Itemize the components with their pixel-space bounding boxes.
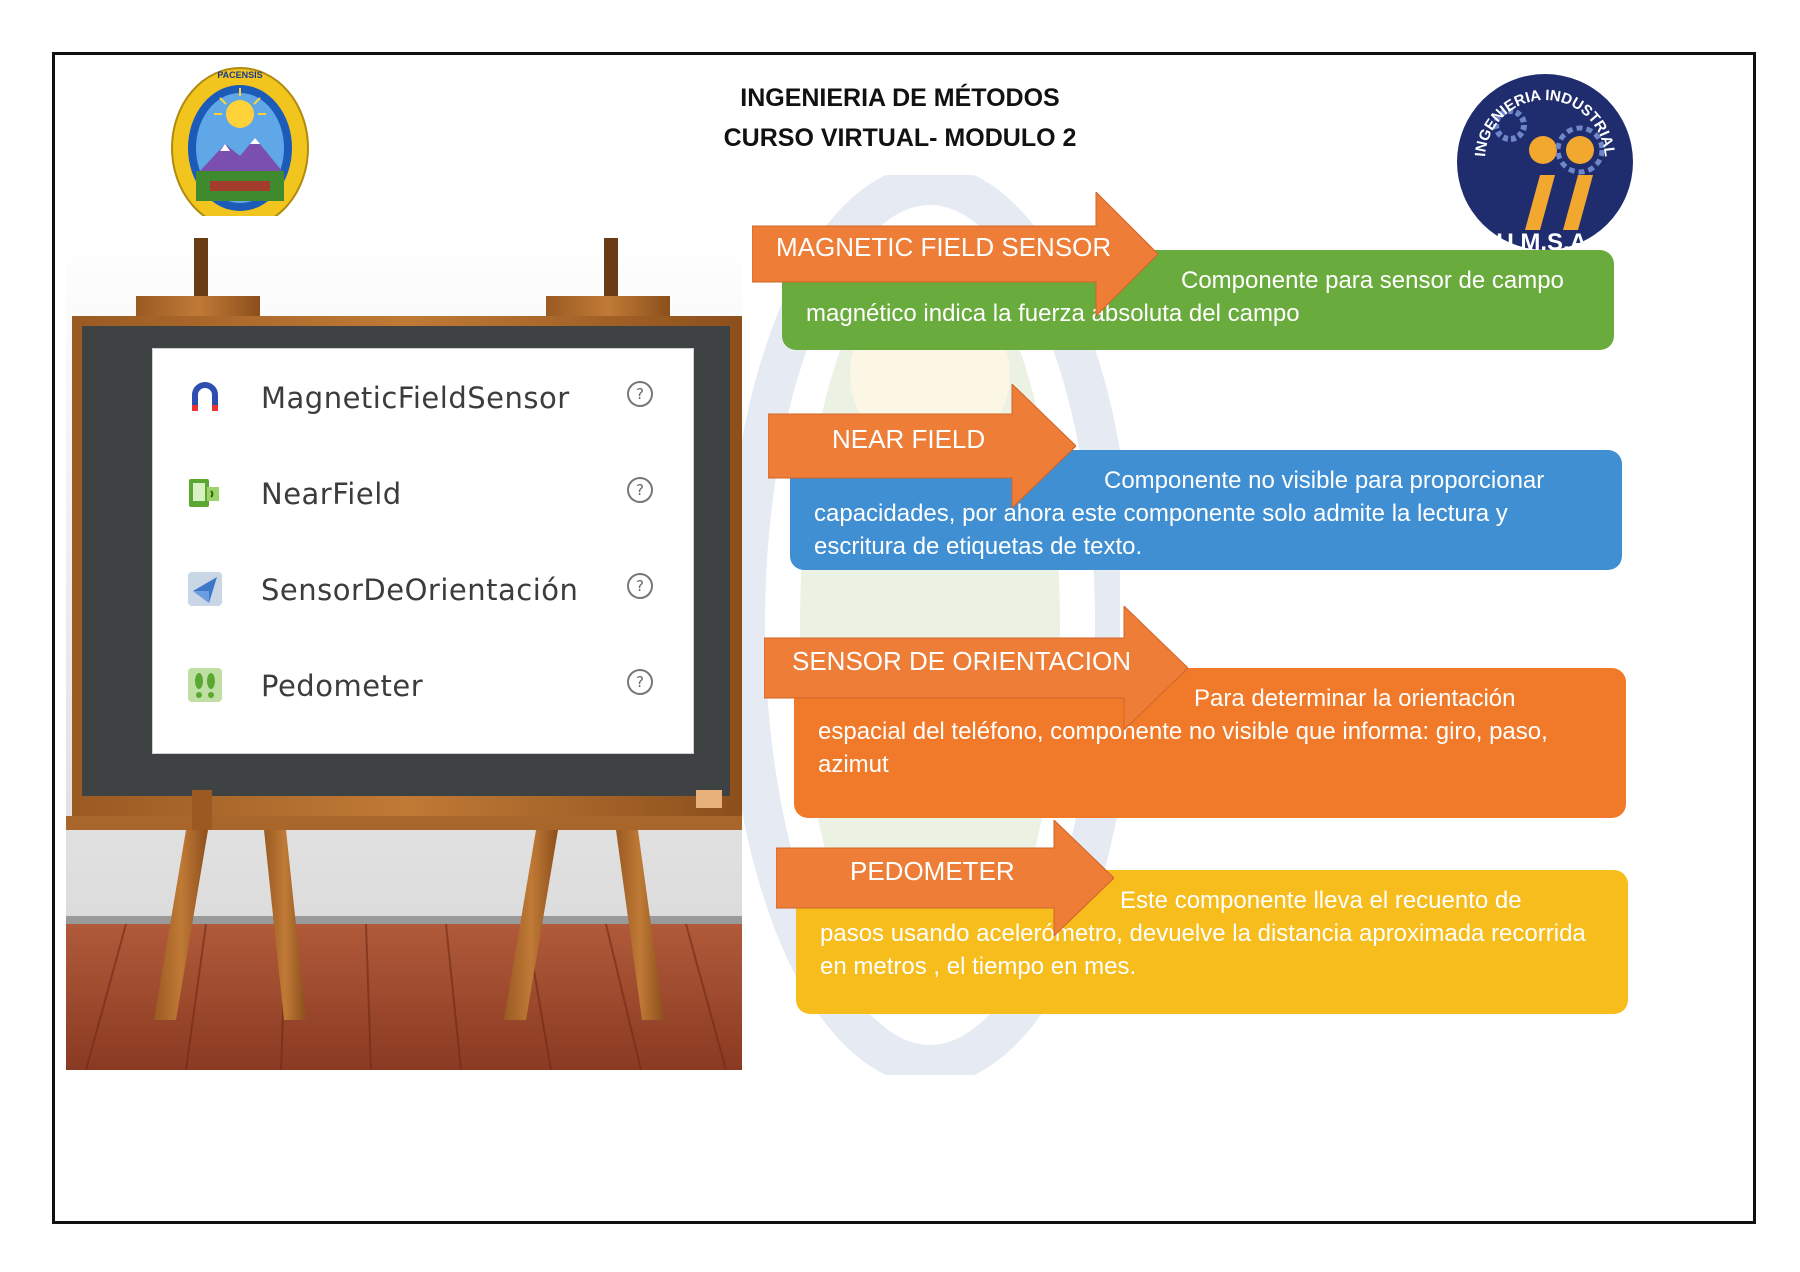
component-row-magnetic[interactable]: MagneticFieldSensor ?	[153, 367, 693, 427]
orientation-icon	[188, 572, 222, 606]
ingenieria-industrial-logo: INGENIERIA INDUSTRIAL U.M.S.A.	[1457, 74, 1633, 255]
arrow-magnetic-field	[752, 192, 1158, 316]
title-line-2: CURSO VIRTUAL- MODULO 2	[723, 124, 1077, 152]
arrow-orientation	[764, 606, 1188, 730]
component-row-pedometer[interactable]: Pedometer ?	[153, 655, 693, 715]
card-title-near: NEAR FIELD	[832, 424, 986, 454]
card-text-rest: pasos usando acelerómetro, devuelve la d…	[820, 920, 1586, 980]
help-icon[interactable]: ?	[627, 573, 653, 599]
card-title-magnetic: MAGNETIC FIELD SENSOR	[776, 232, 1112, 262]
university-seal-logo: PACENSIS	[171, 67, 309, 216]
svg-text:PACENSIS: PACENSIS	[217, 70, 262, 80]
card-text-line1: Componente para sensor de campo	[1181, 267, 1564, 294]
svg-text:U.M.S.A.: U.M.S.A.	[1496, 229, 1593, 255]
magnet-icon	[192, 382, 218, 411]
component-row-orientation[interactable]: SensorDeOrientación ?	[153, 559, 693, 619]
card-text-line1: Para determinar la orientación	[1194, 685, 1516, 712]
card-text-rest: magnético indica la fuerza absoluta del …	[806, 300, 1300, 327]
card-title-pedometer: PEDOMETER	[850, 856, 1015, 886]
arrow-pedometer	[776, 820, 1114, 936]
page-frame	[52, 52, 1756, 1224]
page-title: INGENIERIA DE MÉTODOS CURSO VIRTUAL- MOD…	[600, 78, 1200, 158]
component-row-nearfield[interactable]: NearField ?	[153, 463, 693, 523]
arrow-near-field	[768, 384, 1076, 508]
component-list-panel: MagneticFieldSensor ? NearField ? Sensor…	[152, 348, 694, 754]
footprints-icon	[188, 668, 222, 702]
card-text-rest: espacial del teléfono, componente no vis…	[818, 718, 1548, 778]
card-title-orientation: SENSOR DE ORIENTACION	[792, 646, 1132, 676]
component-label: NearField	[261, 477, 402, 511]
help-icon[interactable]: ?	[627, 381, 653, 407]
card-text-rest: capacidades, por ahora este componente s…	[814, 500, 1508, 560]
card-near-field: Componente no visible para proporcionar …	[790, 450, 1622, 570]
card-orientation: Para determinar la orientación espacial …	[794, 668, 1626, 818]
title-line-1: INGENIERIA DE MÉTODOS	[740, 84, 1060, 112]
help-icon[interactable]: ?	[627, 477, 653, 503]
help-icon[interactable]: ?	[627, 669, 653, 695]
component-label: SensorDeOrientación	[261, 573, 579, 607]
card-text-line1: Este componente lleva el recuento de	[1120, 887, 1522, 914]
nfc-icon	[189, 479, 219, 507]
component-label: MagneticFieldSensor	[261, 381, 570, 415]
card-text-line1: Componente no visible para proporcionar	[1104, 467, 1545, 494]
component-label: Pedometer	[261, 669, 424, 703]
